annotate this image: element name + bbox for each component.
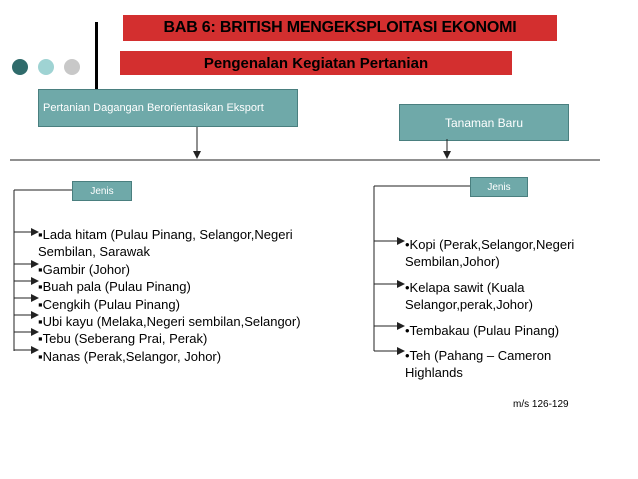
list-item: •Kelapa sawit (Kuala Selangor,perak,Joho… <box>405 279 533 313</box>
list-item: Sembilan, Sarawak <box>38 244 150 260</box>
page-title: BAB 6: BRITISH MENGEKSPLOITASI EKONOMI <box>123 15 557 41</box>
list-item: •Tembakau (Pulau Pinang) <box>405 322 560 338</box>
decor-dot-dark <box>12 59 28 75</box>
node-jenis-right: Jenis <box>470 177 528 197</box>
list-item: ▪Cengkih (Pulau Pinang) <box>38 296 180 312</box>
decor-dot-light <box>38 59 54 75</box>
decor-dot-grey <box>64 59 80 75</box>
page-subtitle: Pengenalan Kegiatan Pertanian <box>120 51 512 75</box>
list-item: ▪Tebu (Seberang Prai, Perak) <box>38 331 208 347</box>
list-item: •Kopi (Perak,Selangor,Negeri Sembilan,Jo… <box>405 237 575 270</box>
list-item: ▪Lada hitam (Pulau Pinang, Selangor,Nege… <box>38 227 293 242</box>
list-new-crops: •Kopi (Perak,Selangor,Negeri Sembilan,Jo… <box>405 236 605 390</box>
list-item: ▪Ubi kayu (Melaka,Negeri sembilan,Selang… <box>38 314 301 330</box>
node-jenis-left: Jenis <box>72 181 132 201</box>
page-reference: m/s 126-129 <box>513 399 569 410</box>
node-new-crops: Tanaman Baru <box>399 104 569 141</box>
list-item: ▪Gambir (Johor) <box>38 261 131 277</box>
list-item: ▪Nanas (Perak,Selangor, Johor) <box>38 348 222 364</box>
list-item: •Teh (Pahang – Cameron Highlands <box>405 348 552 381</box>
list-item: ▪Buah pala (Pulau Pinang) <box>38 279 191 295</box>
list-export-crops: ▪Lada hitam (Pulau Pinang, Selangor,Nege… <box>38 226 338 365</box>
decor-vertical-bar <box>95 22 98 94</box>
node-export-agriculture: Pertanian Dagangan Berorientasikan Ekspo… <box>38 89 298 127</box>
